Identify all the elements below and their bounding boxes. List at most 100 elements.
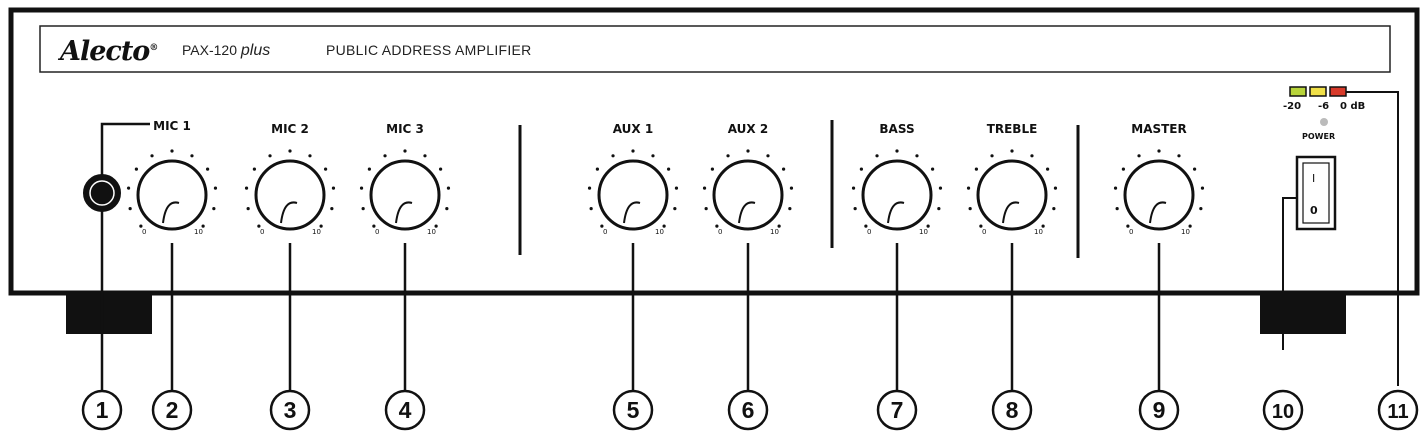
mic3-knob[interactable]	[369, 159, 441, 231]
mic3-label: MIC 3	[386, 122, 424, 136]
chassis-outline	[8, 7, 1420, 296]
scale-tick	[974, 167, 979, 171]
scale-tick	[257, 224, 261, 228]
callout-number: 9	[1153, 397, 1166, 423]
scale-max-label: 10	[770, 228, 779, 236]
scale-tick	[651, 154, 655, 158]
scale-tick	[864, 224, 868, 228]
scale-tick	[308, 154, 312, 158]
scale-tick	[359, 186, 364, 190]
vu-meter	[1289, 86, 1347, 97]
vu-led	[1309, 86, 1327, 97]
brand-logo: Alecto®	[60, 36, 158, 67]
scale-tick	[361, 206, 365, 211]
callout-circle	[1138, 389, 1180, 431]
scale-tick	[319, 224, 323, 228]
scale-tick	[134, 167, 139, 171]
scale-tick	[1121, 167, 1126, 171]
header-strip	[39, 25, 1391, 73]
scale-tick	[979, 224, 983, 228]
callout-circle	[991, 389, 1033, 431]
scale-tick	[1041, 224, 1045, 228]
scale-tick	[589, 206, 593, 211]
aux1-label: AUX 1	[612, 122, 654, 136]
scale-tick	[244, 186, 249, 190]
scale-tick	[702, 186, 707, 190]
scale-tick	[139, 224, 143, 228]
scale-tick	[331, 186, 336, 190]
scale-tick	[662, 224, 666, 228]
scale-tick	[875, 154, 879, 158]
power-switch[interactable]	[1295, 155, 1337, 231]
scale-tick	[288, 149, 292, 153]
scale-tick	[446, 186, 451, 190]
mic1-knob[interactable]	[136, 159, 208, 231]
mic2-knob[interactable]	[254, 159, 326, 231]
scale-tick	[788, 206, 792, 211]
power-off-mark: 0	[1310, 204, 1318, 217]
right-foot	[1260, 294, 1346, 334]
callout-number: 5	[627, 397, 640, 423]
master-knob[interactable]	[1123, 159, 1195, 231]
treble-knob[interactable]	[976, 159, 1048, 231]
scale-tick	[1188, 224, 1192, 228]
scale-tick	[323, 167, 328, 171]
scale-tick	[600, 224, 604, 228]
scale-min-label: 0	[718, 228, 723, 236]
scale-tick	[1199, 206, 1203, 211]
scale-min-label: 0	[142, 228, 147, 236]
vu-meter-bracket	[1346, 91, 1399, 386]
scale-tick	[937, 206, 941, 211]
callout-circle	[1377, 389, 1419, 431]
scale-tick	[150, 154, 154, 158]
scale-tick	[915, 154, 919, 158]
scale-tick	[1192, 167, 1197, 171]
model-name: PAX-120 plus	[182, 42, 271, 59]
mic-input-jack-ring	[89, 180, 115, 206]
knob-pointer	[623, 201, 641, 224]
aux2-knob[interactable]	[712, 159, 784, 231]
scale-tick	[330, 206, 334, 211]
panel-subtitle: PUBLIC ADDRESS AMPLIFIER	[326, 42, 532, 58]
scale-max-label: 10	[312, 228, 321, 236]
left-foot	[66, 294, 152, 334]
power-switch-bracket	[1282, 197, 1297, 350]
aux1-knob[interactable]	[597, 159, 669, 231]
power-indicator-led	[1320, 118, 1328, 126]
scale-min-label: 0	[260, 228, 265, 236]
scale-tick	[789, 186, 794, 190]
scale-tick	[213, 186, 218, 190]
scale-max-label: 10	[1034, 228, 1043, 236]
scale-tick	[1113, 186, 1118, 190]
treble-label: TREBLE	[986, 122, 1038, 136]
scale-tick	[851, 186, 856, 190]
bass-knob[interactable]	[861, 159, 933, 231]
scale-tick	[1045, 167, 1050, 171]
scale-min-label: 0	[1129, 228, 1134, 236]
scale-tick	[938, 186, 943, 190]
scale-tick	[445, 206, 449, 211]
scale-tick	[766, 154, 770, 158]
callout-circle	[1262, 389, 1304, 431]
callout-number: 10	[1272, 401, 1294, 423]
scale-tick	[201, 224, 205, 228]
knob-pointer	[1149, 201, 1167, 224]
vu-label-low: -20	[1283, 101, 1302, 112]
scale-tick	[126, 186, 131, 190]
scale-tick	[190, 154, 194, 158]
callout-circle	[727, 389, 769, 431]
scale-max-label: 10	[427, 228, 436, 236]
vu-label-high: 0 dB	[1340, 101, 1366, 112]
scale-tick	[1030, 154, 1034, 158]
scale-tick	[859, 167, 864, 171]
power-switch-rocker	[1302, 162, 1330, 224]
callout-number: 11	[1387, 401, 1408, 423]
scale-tick	[746, 149, 750, 153]
scale-min-label: 0	[982, 228, 987, 236]
trademark-mark: ®	[149, 43, 158, 53]
callout-number: 6	[742, 397, 755, 423]
scale-tick	[704, 206, 708, 211]
scale-max-label: 10	[1181, 228, 1190, 236]
